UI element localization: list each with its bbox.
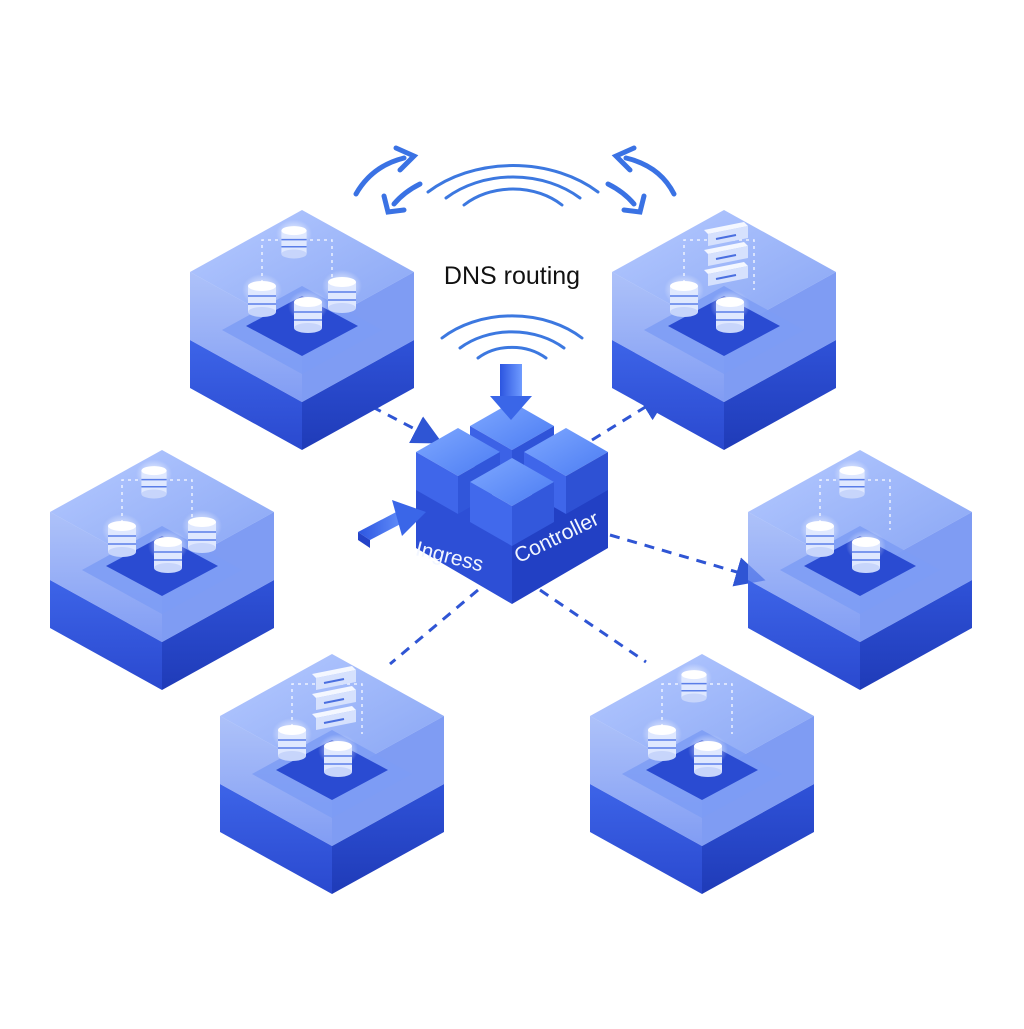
database-icon bbox=[242, 274, 282, 317]
database-icon bbox=[318, 734, 358, 777]
database-icon bbox=[322, 270, 362, 313]
node-base-left bbox=[190, 340, 302, 450]
database-icon bbox=[288, 290, 328, 333]
database-icon bbox=[276, 219, 312, 259]
nodes-layer bbox=[50, 210, 972, 894]
incoming-arrow-right-icon bbox=[358, 500, 426, 548]
incoming-arrow-down-icon bbox=[490, 364, 532, 420]
node-base-right bbox=[162, 580, 274, 690]
database-icon bbox=[148, 530, 188, 573]
node-glass-top bbox=[50, 450, 274, 574]
node-bottom-left bbox=[220, 654, 444, 894]
arrowhead-icon bbox=[621, 193, 647, 215]
node-glass-top bbox=[748, 450, 972, 574]
connector-middle-right bbox=[609, 533, 766, 587]
signal-arc-icon bbox=[462, 187, 564, 207]
database-icon bbox=[710, 290, 750, 333]
node-top-right bbox=[612, 210, 836, 450]
database-icon bbox=[272, 718, 312, 761]
connector-top-right bbox=[591, 391, 671, 442]
node-base-right bbox=[702, 784, 814, 894]
node-top-left bbox=[190, 210, 414, 450]
node-base-left bbox=[590, 784, 702, 894]
database-icon bbox=[688, 734, 728, 777]
node-base-left bbox=[612, 340, 724, 450]
rotate-arrows-right bbox=[605, 145, 677, 215]
arrowhead-icon bbox=[381, 193, 407, 215]
arrowhead-icon bbox=[393, 145, 419, 173]
connector-bottom-right bbox=[539, 588, 647, 664]
database-icon bbox=[664, 274, 704, 317]
server-rack-icon bbox=[704, 222, 748, 286]
database-icon bbox=[800, 514, 840, 557]
signal-arc-icon bbox=[458, 330, 566, 350]
curved-arrow-icon bbox=[353, 155, 407, 197]
controller-cube-front bbox=[470, 458, 554, 546]
node-base-right bbox=[860, 580, 972, 690]
node-base-right bbox=[302, 340, 414, 450]
curved-arrow-icon bbox=[623, 155, 677, 197]
signal-arc-icon bbox=[444, 175, 582, 200]
node-middle-right bbox=[748, 450, 972, 690]
curved-arrow-icon bbox=[605, 181, 637, 207]
database-icon bbox=[834, 459, 870, 499]
connectors bbox=[339, 388, 766, 666]
signal-arcs-lower bbox=[440, 314, 584, 360]
database-icon bbox=[102, 514, 142, 557]
signal-arc-icon bbox=[426, 164, 600, 194]
signal-arc-icon bbox=[440, 314, 584, 340]
signal-arc-icon bbox=[476, 345, 548, 360]
dns-routing-label: DNS routing bbox=[443, 262, 581, 290]
database-icon bbox=[182, 510, 222, 553]
server-rack-icon bbox=[312, 666, 356, 730]
arrowhead-icon bbox=[611, 145, 637, 173]
node-glass-top bbox=[590, 654, 814, 778]
database-icon bbox=[136, 459, 172, 499]
node-base-right bbox=[332, 784, 444, 894]
database-icon bbox=[676, 663, 712, 703]
node-middle-left bbox=[50, 450, 274, 690]
node-base-left bbox=[748, 580, 860, 690]
node-glass-top bbox=[190, 210, 414, 334]
database-icon bbox=[642, 718, 682, 761]
connector-bottom-left bbox=[389, 588, 479, 666]
node-bottom-right bbox=[590, 654, 814, 894]
node-base-left bbox=[50, 580, 162, 690]
curved-arrow-icon bbox=[391, 181, 423, 207]
rotate-arrows-left bbox=[353, 145, 423, 215]
database-icon bbox=[846, 530, 886, 573]
ingress-controller bbox=[358, 364, 608, 604]
node-base-right bbox=[724, 340, 836, 450]
node-base-left bbox=[220, 784, 332, 894]
signal-arcs-top bbox=[426, 164, 600, 207]
